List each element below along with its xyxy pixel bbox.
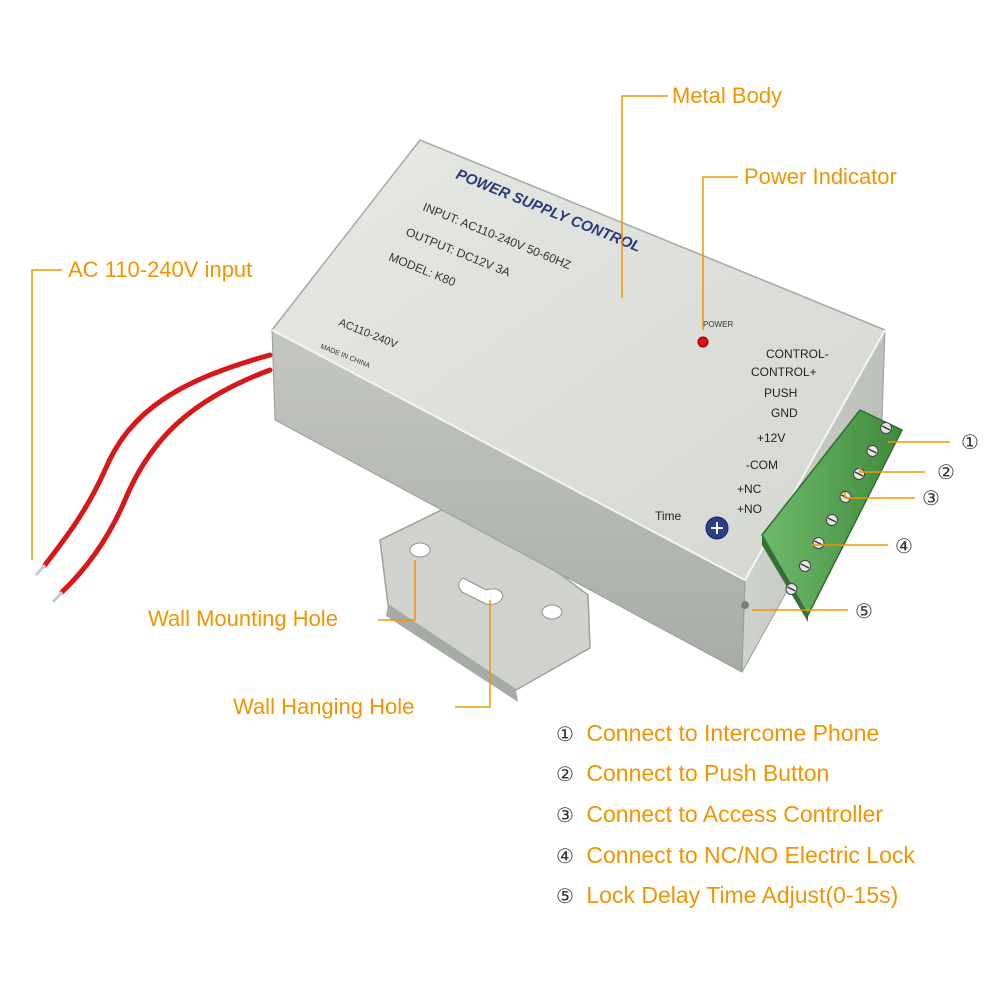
time-label: Time xyxy=(655,509,682,523)
bracket-hole-left xyxy=(409,542,431,558)
keyhole-slot xyxy=(458,577,504,605)
callout-wall-hanging-hole: Wall Hanging Hole xyxy=(233,694,415,719)
terminal-screw-slot xyxy=(881,425,891,431)
leader-ac-input xyxy=(31,269,62,560)
legend-text: Connect to Access Controller xyxy=(586,801,883,827)
marker-2: ② xyxy=(937,460,955,484)
terminal-screw-slot xyxy=(827,517,837,523)
leader-wall-mounting xyxy=(378,560,416,621)
leader-lines xyxy=(31,95,950,708)
legend-item-1: ① Connect to Intercome Phone xyxy=(556,720,879,747)
terminal-label: +NO xyxy=(737,502,762,516)
power-led xyxy=(697,336,709,348)
terminal-label: PUSH xyxy=(764,386,797,400)
marker-4: ④ xyxy=(895,534,913,558)
terminal-label: CONTROL- xyxy=(766,347,829,361)
leader-power-indicator xyxy=(702,176,738,330)
ac-input-wires xyxy=(34,352,273,604)
legend-text: Connect to Push Button xyxy=(586,760,830,786)
legend-text: Connect to Intercome Phone xyxy=(586,720,880,746)
terminal-label: GND xyxy=(771,406,798,420)
leader-wall-hanging xyxy=(455,600,491,708)
legend-num: ② xyxy=(556,762,574,786)
legend-item-5: ⑤ Lock Delay Time Adjust(0-15s) xyxy=(556,882,898,909)
terminal-screw-slot xyxy=(800,563,810,569)
leader-metal-body xyxy=(621,95,668,298)
terminal-label: +NC xyxy=(737,482,762,496)
legend-num: ④ xyxy=(556,844,574,868)
legend-num: ③ xyxy=(556,803,574,827)
callout-wall-mounting-hole: Wall Mounting Hole xyxy=(148,606,338,631)
legend-text: Lock Delay Time Adjust(0-15s) xyxy=(586,882,899,908)
marker-3: ③ xyxy=(922,486,940,510)
leader-marker-3 xyxy=(844,492,915,499)
terminal-label: -COM xyxy=(746,458,778,472)
terminal-screw-slot xyxy=(854,471,864,477)
terminal-label: CONTROL+ xyxy=(751,365,817,379)
legend-item-3: ③ Connect to Access Controller xyxy=(556,801,883,828)
terminal-labels: CONTROL- CONTROL+ PUSH GND +12V -COM +NC +NO xyxy=(737,347,829,516)
legend-text: Connect to NC/NO Electric Lock xyxy=(586,842,915,868)
marker-1: ① xyxy=(961,430,979,454)
power-led-label: POWER xyxy=(703,320,733,329)
legend-num: ① xyxy=(556,722,574,746)
terminal-screw-slot xyxy=(868,448,877,454)
time-knob xyxy=(705,516,729,540)
legend-num: ⑤ xyxy=(556,884,574,908)
terminal-screw-slot xyxy=(787,586,796,592)
terminal-markers: ① ② ③ ④ ⑤ xyxy=(855,430,979,623)
delay-adjust-port xyxy=(741,601,749,609)
leader-marker-2 xyxy=(859,467,925,473)
legend-item-2: ② Connect to Push Button xyxy=(556,760,829,787)
callout-power-indicator: Power Indicator xyxy=(744,164,897,189)
callout-ac-input: AC 110-240V input xyxy=(68,257,253,282)
marker-5: ⑤ xyxy=(855,599,873,623)
bracket-hole-right xyxy=(541,604,563,620)
legend-item-4: ④ Connect to NC/NO Electric Lock xyxy=(556,842,915,869)
terminal-label: +12V xyxy=(757,431,785,445)
callout-metal-body: Metal Body xyxy=(672,83,783,108)
